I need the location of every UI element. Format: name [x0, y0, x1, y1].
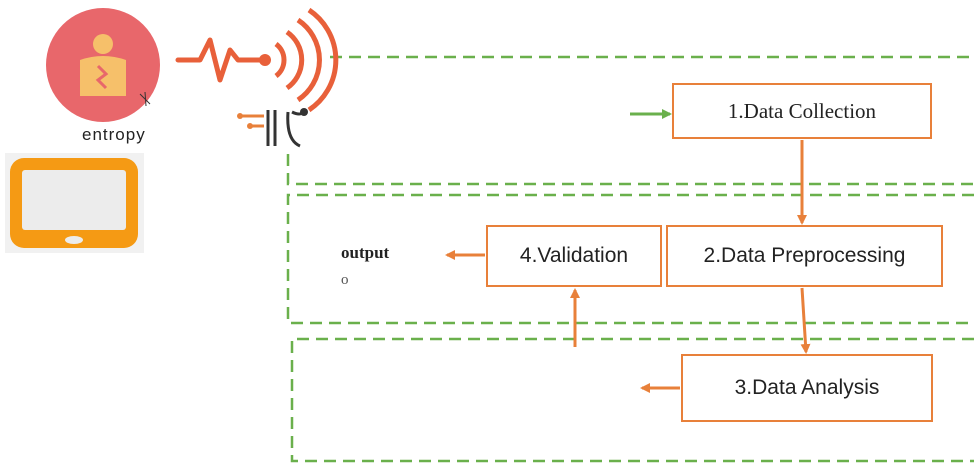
- step-data-collection: 1.Data Collection: [727, 98, 877, 123]
- box-data-analysis: [681, 354, 933, 422]
- tablet-device-icon: [5, 153, 144, 253]
- heartbeat-signal-icon: [175, 7, 339, 113]
- sensor-node-icon: [237, 108, 308, 148]
- step-data-preprocessing: 2.Data Preprocessing: [703, 244, 906, 267]
- entropy-label: entropy: [82, 125, 146, 144]
- panel-analysis: [290, 337, 974, 463]
- patient-body-icon: [46, 8, 160, 122]
- box-data-collection: [672, 83, 932, 139]
- output-sub-label: o: [341, 271, 349, 288]
- box-data-preprocessing: [666, 225, 943, 287]
- output-label: output: [341, 243, 390, 262]
- panel-collection: [286, 55, 974, 186]
- step-validation: 4.Validation: [519, 244, 629, 267]
- panel-preprocessing: [286, 193, 974, 325]
- arrow-preprocessing-to-analysis: [800, 287, 811, 354]
- step-data-analysis: 3.Data Analysis: [734, 376, 880, 399]
- box-validation: [486, 225, 662, 287]
